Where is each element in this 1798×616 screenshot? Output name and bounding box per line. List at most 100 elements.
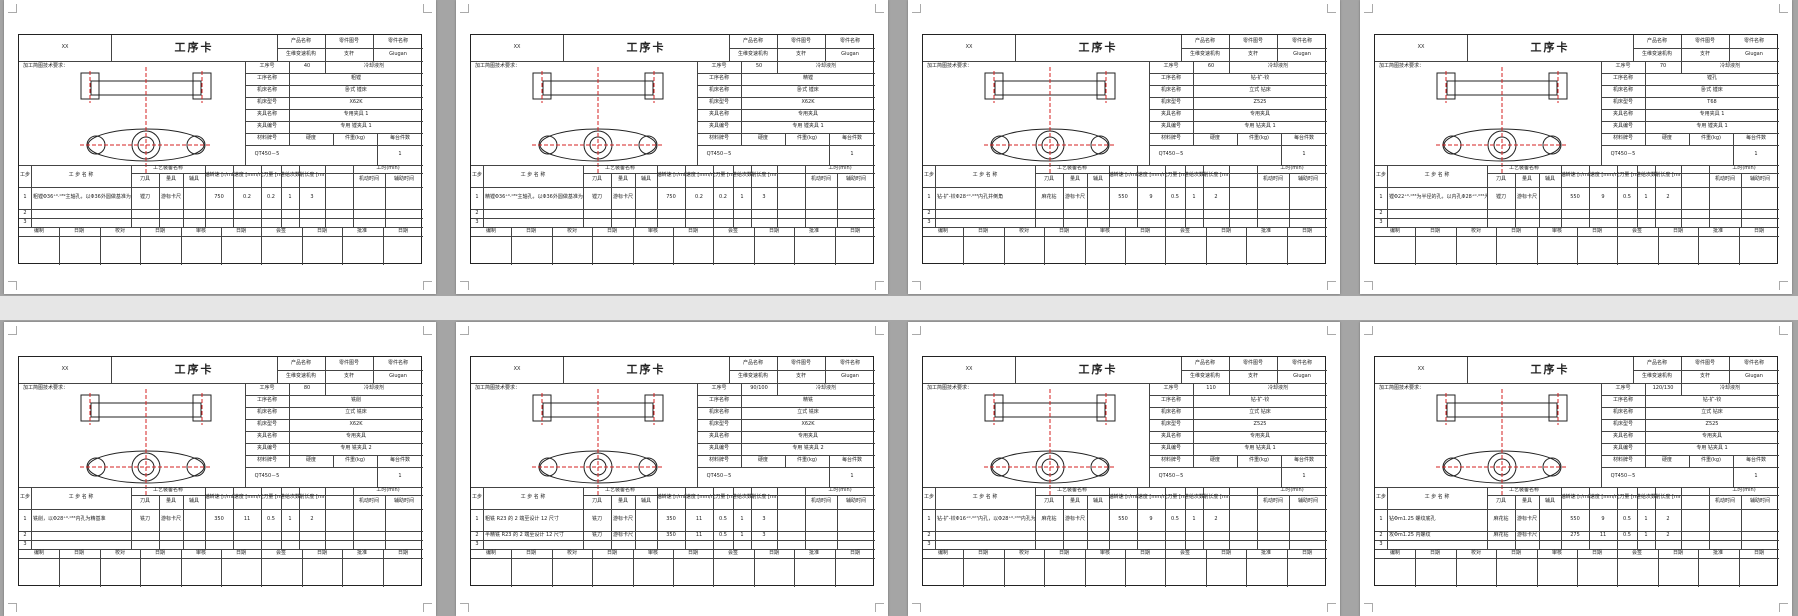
grid-line — [635, 509, 636, 531]
grid-line — [385, 173, 386, 195]
grid-line — [633, 227, 634, 265]
material-row-label: 硬度 — [757, 457, 768, 464]
grid-line — [1087, 209, 1088, 218]
col-equipment: 工艺装备名称 — [604, 487, 635, 494]
grid-line — [1617, 227, 1618, 265]
grid-line — [754, 227, 755, 265]
grid-line — [805, 531, 806, 540]
info-label: 机床名称 — [1160, 409, 1181, 416]
step-no: 2 — [23, 209, 27, 216]
grid-line — [233, 540, 234, 549]
material-row-label: 材料牌号 — [1160, 135, 1181, 142]
part-no: 支杆 — [1699, 372, 1710, 379]
grid-line — [1617, 509, 1618, 531]
grid-line — [1063, 218, 1064, 227]
grid-line — [325, 209, 326, 218]
step-no: 2 — [927, 209, 931, 216]
col-hours: 工时(min) — [1280, 487, 1304, 494]
grid-line — [1539, 531, 1540, 540]
grid-line — [1193, 121, 1194, 133]
grid-line — [1515, 209, 1516, 218]
col-aux: 辅具 — [640, 176, 651, 183]
col-gauge: 量具 — [1069, 498, 1080, 505]
requirement-label: 加工简图技术要求： — [927, 384, 973, 391]
grid-line — [1709, 165, 1710, 187]
grid-line — [245, 395, 423, 396]
grid-line — [697, 145, 875, 146]
grid-line — [19, 531, 423, 532]
step-speed: 550 — [1118, 194, 1128, 201]
part-no-label: 零件图号 — [338, 359, 359, 366]
grid-line — [1617, 540, 1618, 549]
grid-line — [1601, 431, 1779, 432]
grid-line — [245, 85, 423, 86]
grid-line — [1229, 209, 1230, 218]
grid-line — [353, 218, 354, 227]
operation-no: 60 — [1207, 63, 1215, 70]
grid-line — [583, 209, 584, 218]
part-name: Giugan — [1745, 50, 1763, 57]
step-tool: 麻花钻 — [1493, 516, 1509, 523]
step-tool: 铣刀 — [591, 516, 602, 523]
grid-line — [1203, 531, 1204, 540]
grid-line — [1257, 218, 1258, 227]
grid-line — [1561, 218, 1562, 227]
grid-line — [1165, 540, 1166, 549]
grid-line — [1015, 357, 1016, 383]
info-label: 工序号 — [1615, 63, 1631, 70]
page-corner-mark — [1779, 281, 1788, 290]
grid-line — [751, 531, 752, 540]
grid-line — [733, 487, 734, 509]
grid-line — [1387, 540, 1388, 549]
col-feed: 进给速度 [mm/min] — [1589, 172, 1617, 179]
part-no-label: 零件图号 — [1242, 359, 1263, 366]
material-row-label: 每台件数 — [1293, 135, 1314, 142]
step-length: 2 — [1666, 194, 1670, 201]
grid-line — [289, 97, 290, 109]
sign-label: 编制 — [485, 227, 496, 234]
grid-line — [1681, 165, 1682, 187]
page-corner-mark — [1327, 4, 1336, 13]
page-corner-mark — [1364, 281, 1373, 290]
grid-line — [289, 419, 290, 431]
step-depth: 0.5 — [1623, 516, 1631, 523]
step-tool: 镗刀 — [139, 194, 150, 201]
grid-line — [1561, 165, 1562, 187]
grid-line — [245, 97, 423, 98]
grid-line — [1645, 109, 1646, 121]
grid-line — [333, 133, 334, 145]
grid-line — [1149, 61, 1150, 165]
grid-line — [1589, 531, 1590, 540]
col-speed: 主轴转速 [r/min] — [205, 172, 233, 179]
step-passes: 1 — [1644, 531, 1648, 538]
grid-line — [1387, 531, 1388, 540]
grid-line — [1289, 209, 1290, 218]
grid-line — [1561, 540, 1562, 549]
info-value: 精铣 — [802, 397, 813, 404]
grid-line — [1601, 443, 1779, 444]
info-label: 工序名称 — [708, 75, 729, 82]
col-hours: 工时(min) — [1280, 165, 1304, 172]
grid-line — [1741, 531, 1742, 540]
grid-line — [1193, 61, 1194, 73]
info-value: 精镗 — [802, 75, 813, 82]
info-value: 钻-扩-铰 — [1702, 397, 1722, 404]
grid-line — [1193, 73, 1194, 85]
grid-line — [1375, 531, 1779, 532]
grid-line — [751, 218, 752, 227]
grid-line — [1681, 187, 1682, 209]
grid-line — [1577, 549, 1578, 587]
grid-line — [785, 133, 786, 145]
step-tool: 麻花钻 — [1041, 194, 1057, 201]
grid-line — [1229, 165, 1230, 187]
grid-line — [1645, 455, 1646, 467]
grid-line — [299, 218, 300, 227]
operation-no: 110 — [1206, 385, 1216, 392]
grid-line — [261, 218, 262, 227]
info-value: 卧式 镗床 — [797, 87, 819, 94]
grid-line — [1206, 549, 1207, 587]
grid-line — [289, 383, 290, 395]
grid-line — [935, 540, 936, 549]
grid-line — [281, 540, 282, 549]
grid-line — [1063, 495, 1064, 517]
